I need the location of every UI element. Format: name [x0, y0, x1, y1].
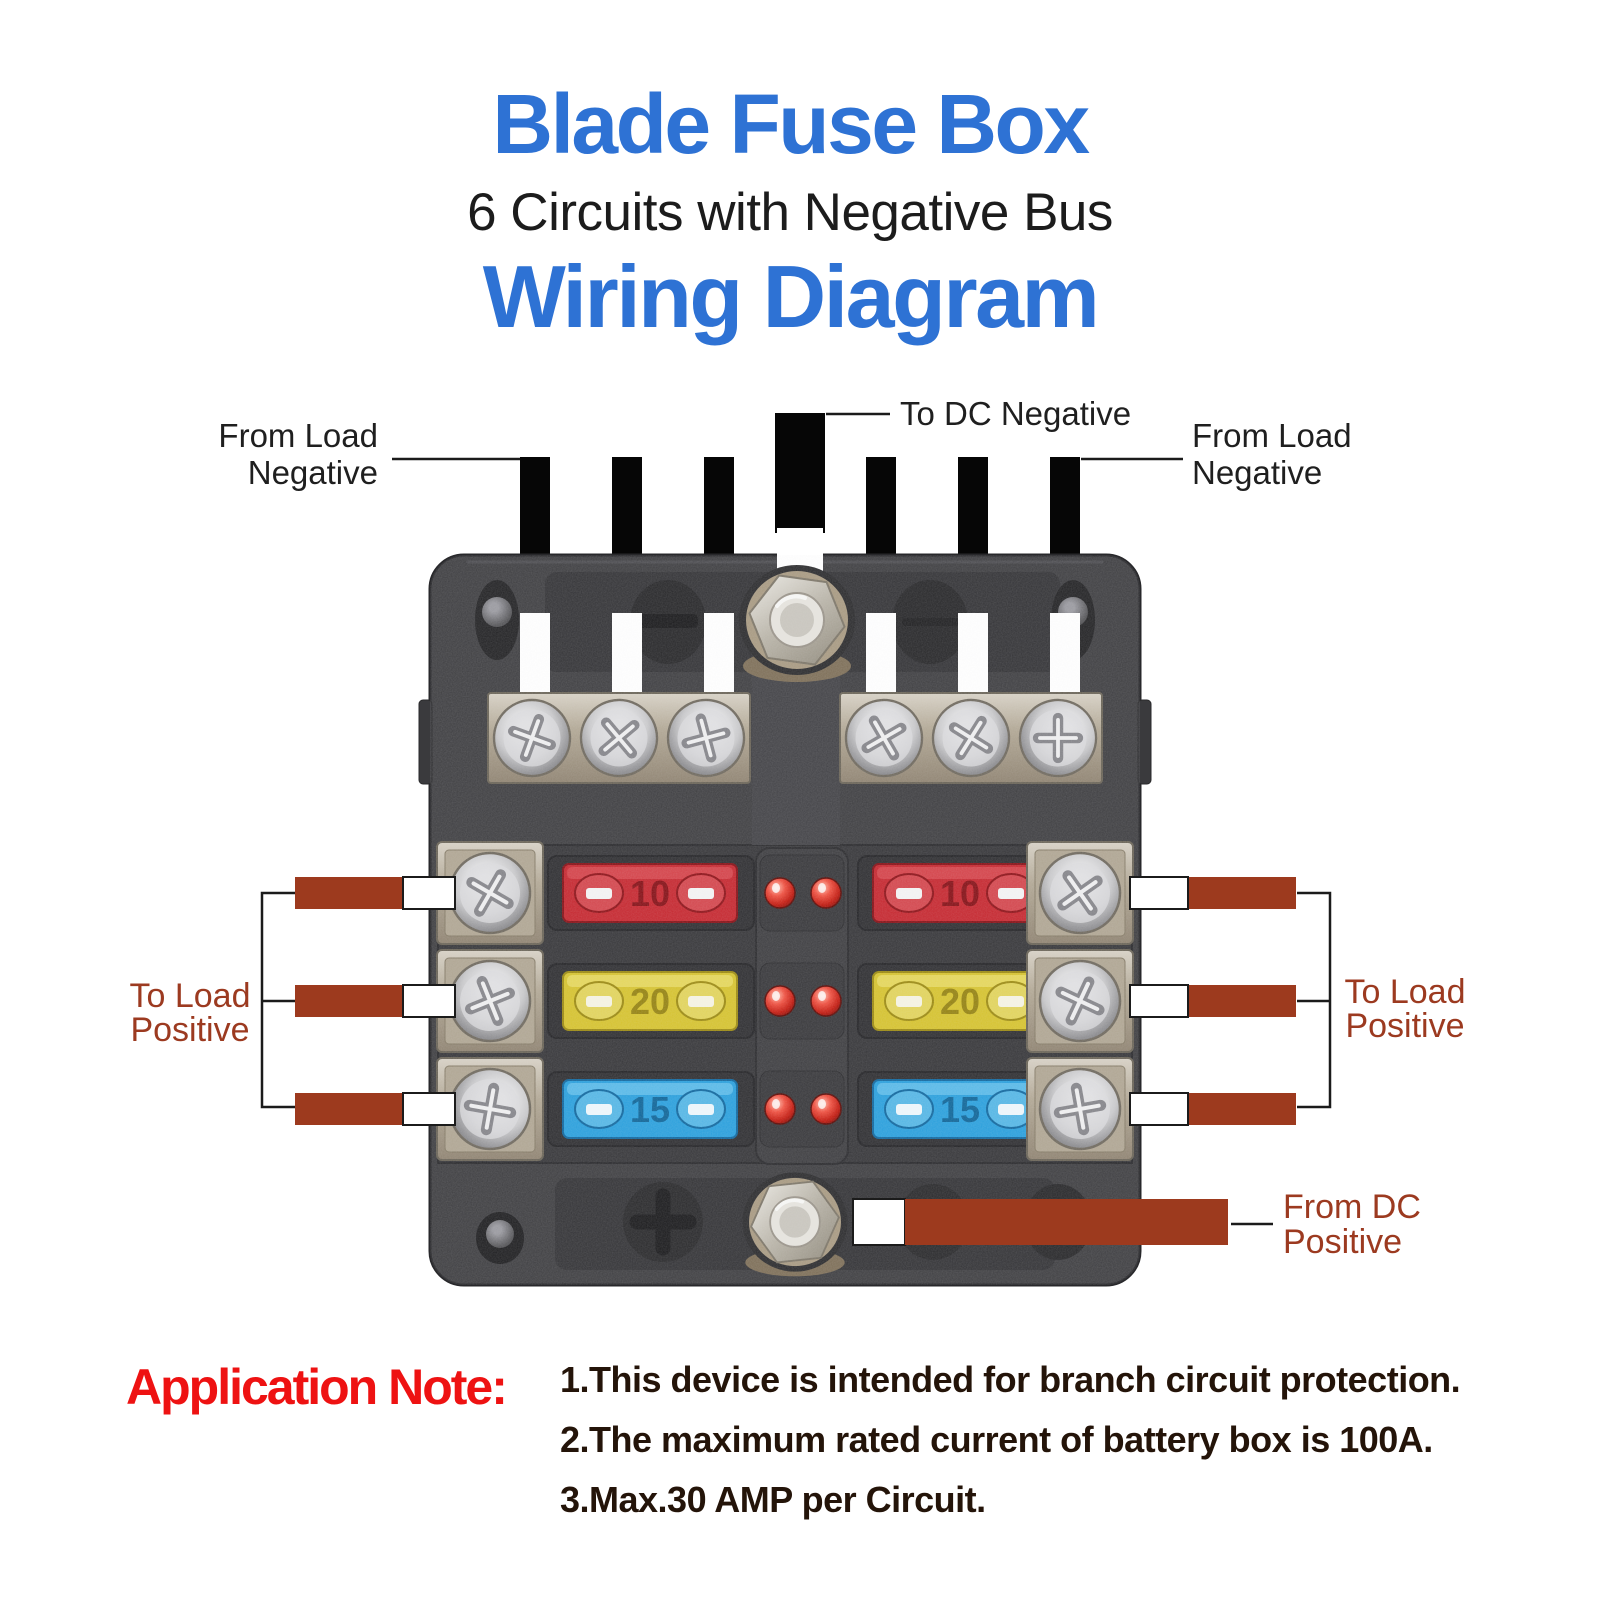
label-to-load-positive-left-line1: To Load: [130, 977, 251, 1015]
plastic-texture: [430, 555, 1140, 1285]
label-to-load-positive-left-line2: Positive: [130, 1011, 249, 1049]
label-to-dc-negative: To DC Negative: [900, 395, 1131, 432]
application-note-item: 3.Max.30 AMP per Circuit.: [560, 1479, 986, 1520]
label-to-load-positive-right-line1: To Load: [1345, 973, 1466, 1011]
application-note-list: 1.This device is intended for branch cir…: [560, 1350, 1540, 1530]
label-from-load-negative-right-line2: Negative: [1192, 454, 1322, 491]
application-note-heading: Application Note:: [126, 1359, 508, 1415]
dc-positive-wire: [852, 1198, 1228, 1246]
label-from-dc-positive-line1: From DC: [1283, 1188, 1421, 1226]
application-note-item: 1.This device is intended for branch cir…: [560, 1359, 1461, 1400]
label-from-load-negative-left-line2: Negative: [248, 454, 378, 491]
label-from-load-negative-left-line1: From Load: [218, 417, 378, 454]
leader-lines: [260, 412, 1332, 1226]
label-to-load-positive-right-line2: Positive: [1345, 1007, 1464, 1045]
label-from-dc-positive-line2: Positive: [1283, 1223, 1402, 1261]
label-from-load-negative-right-line1: From Load: [1192, 417, 1352, 454]
application-note-item: 2.The maximum rated current of battery b…: [560, 1419, 1433, 1460]
load-positive-wires-right: [1129, 876, 1296, 1126]
bracket-to-load-positive-right: [1297, 891, 1332, 1109]
page-title-wiring-diagram: Wiring Diagram: [482, 247, 1100, 346]
dc-negative-wire: [775, 413, 825, 533]
page-subtitle: 6 Circuits with Negative Bus: [467, 183, 1113, 242]
load-positive-wires-left: [295, 876, 456, 1126]
page-title: Blade Fuse Box: [492, 77, 1090, 171]
bracket-to-load-positive-left: [260, 891, 295, 1109]
